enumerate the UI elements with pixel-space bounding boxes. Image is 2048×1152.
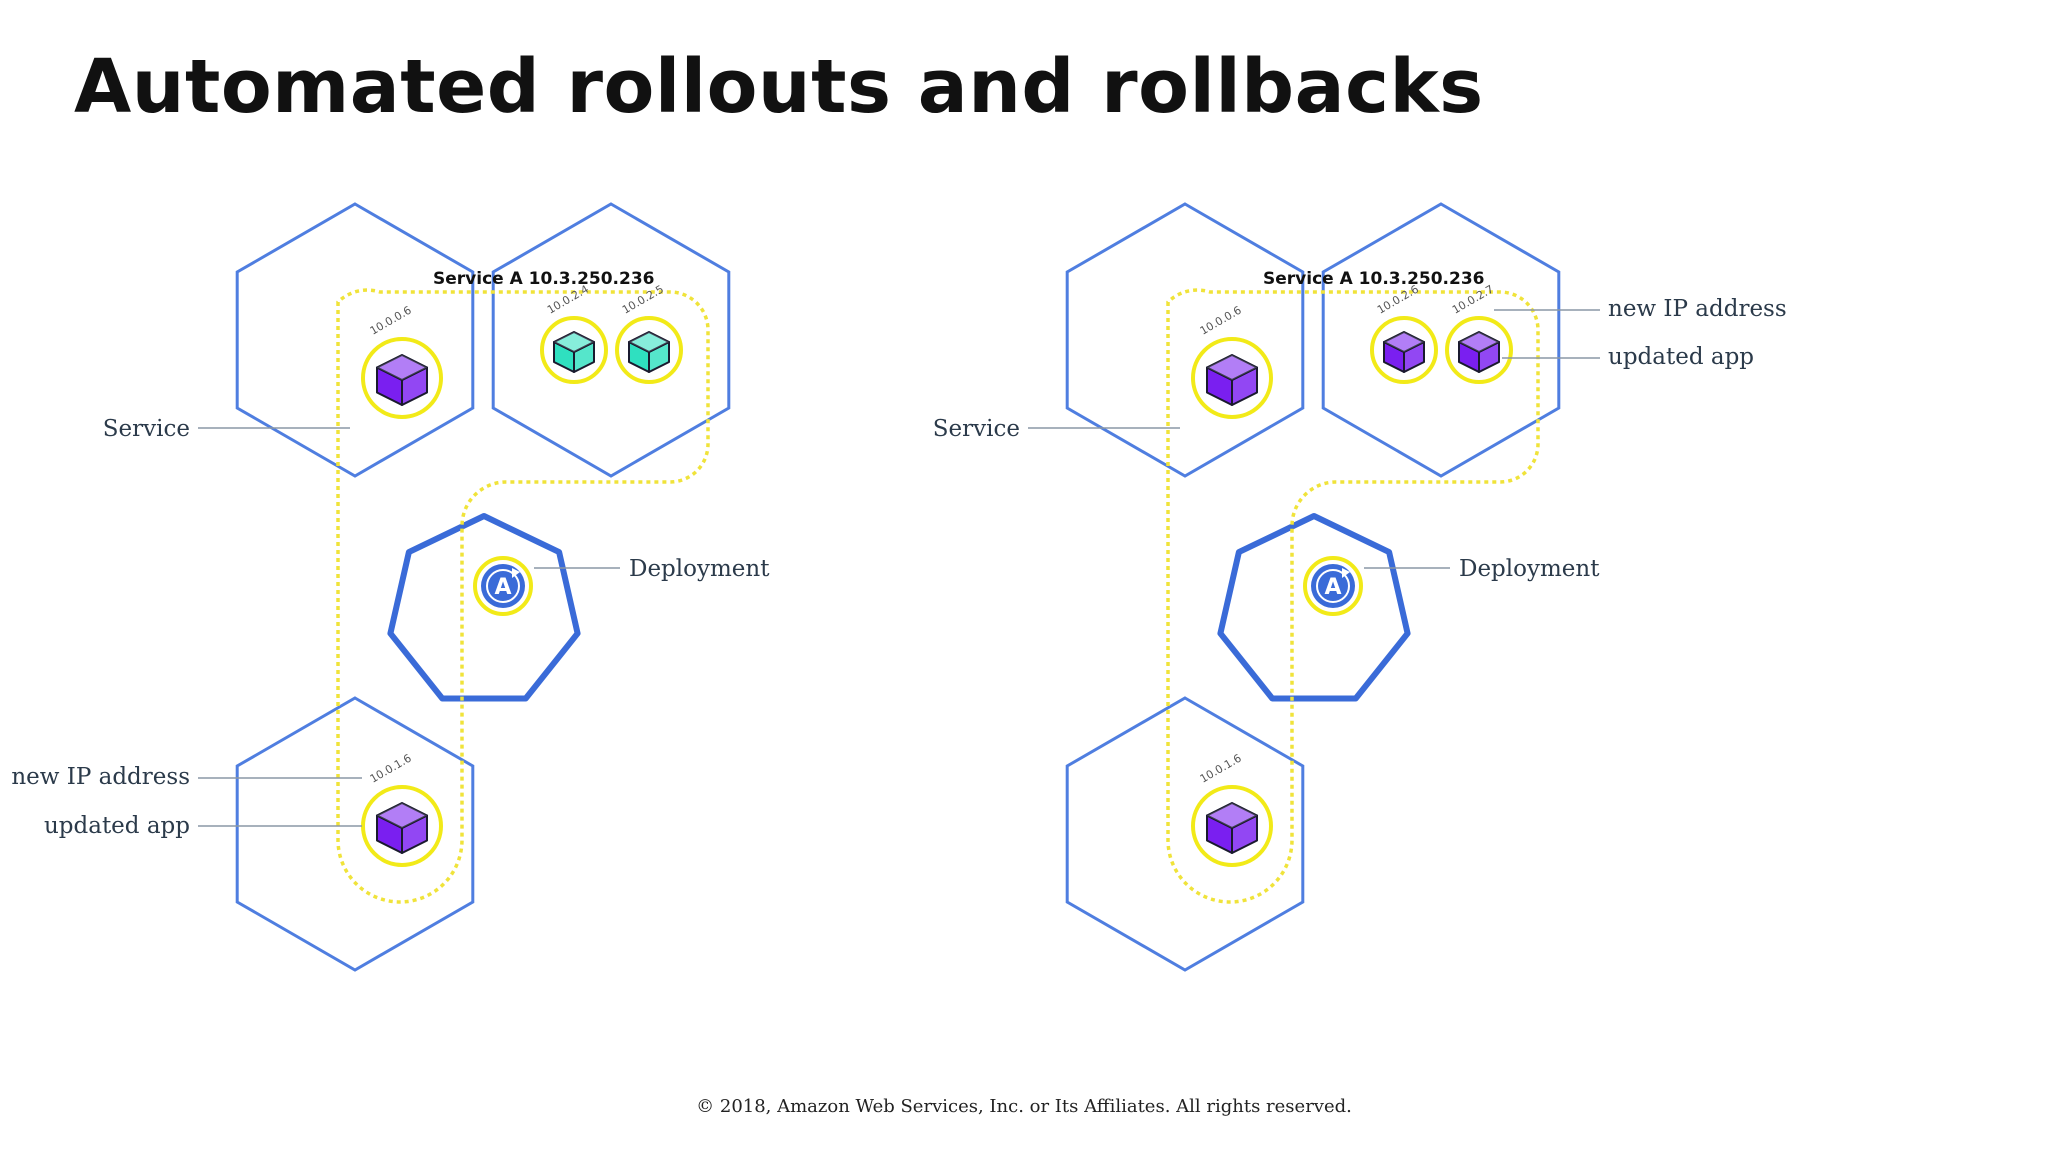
- container-cube-icon: [628, 331, 670, 373]
- container-cube-icon: [376, 354, 428, 406]
- deployment-icon: A: [1303, 556, 1363, 616]
- cube-top-face: [628, 331, 670, 353]
- cube-highlight: [1384, 332, 1424, 352]
- slide-title: Automated rollouts and rollbacks: [74, 44, 1484, 130]
- deployment-icon: A: [473, 556, 533, 616]
- service-label: Service: [933, 416, 1020, 442]
- node-top-right-hexagon: [491, 202, 731, 478]
- cube-highlight: [377, 355, 427, 380]
- cube-highlight: [377, 803, 427, 828]
- node-top-left-hexagon: [235, 202, 475, 478]
- cube-top-face: [1383, 331, 1425, 353]
- copyright-footer: © 2018, Amazon Web Services, Inc. or Its…: [696, 1096, 1352, 1117]
- container-cube-icon: [1383, 331, 1425, 373]
- cube-top-face: [376, 802, 428, 829]
- cube-top-face: [376, 354, 428, 381]
- service-label: Service: [103, 416, 190, 442]
- node-top-right-hexagon: [1321, 202, 1561, 478]
- rollout-arrow-icon: [1316, 569, 1350, 603]
- deployment-letter: A: [494, 575, 511, 600]
- cube-top-face: [553, 331, 595, 353]
- service-name-label: Service A 10.3.250.236: [1263, 269, 1485, 289]
- pod-2: 10.0.2.5: [615, 283, 683, 384]
- new-ip-label: new IP address: [11, 764, 190, 790]
- cube-highlight: [554, 332, 594, 352]
- service-name-label: Service A 10.3.250.236: [433, 269, 655, 289]
- new-ip-label: new IP address: [1608, 296, 1787, 322]
- container-cube-icon: [553, 331, 595, 373]
- container-cube-icon: [1458, 331, 1500, 373]
- cube-top-face: [1458, 331, 1500, 353]
- updated-app-label: updated app: [1608, 344, 1754, 370]
- cube-highlight: [1207, 355, 1257, 380]
- rollout-arrow-icon: [486, 569, 520, 603]
- rollout-arrowhead-icon: [512, 568, 520, 578]
- deployment-label: Deployment: [629, 556, 770, 582]
- container-cube-icon: [1206, 802, 1258, 854]
- rollout-arrowhead-icon: [1342, 568, 1350, 578]
- container-cube-icon: [376, 802, 428, 854]
- node-top-left-hexagon: [1065, 202, 1305, 478]
- updated-app-label: updated app: [44, 813, 190, 839]
- container-cube-icon: [1206, 354, 1258, 406]
- cube-top-face: [1206, 802, 1258, 829]
- cube-top-face: [1206, 354, 1258, 381]
- cube-highlight: [1207, 803, 1257, 828]
- deployment-letter: A: [1324, 575, 1341, 600]
- deployment-label: Deployment: [1459, 556, 1600, 582]
- cube-highlight: [1459, 332, 1499, 352]
- cube-highlight: [629, 332, 669, 352]
